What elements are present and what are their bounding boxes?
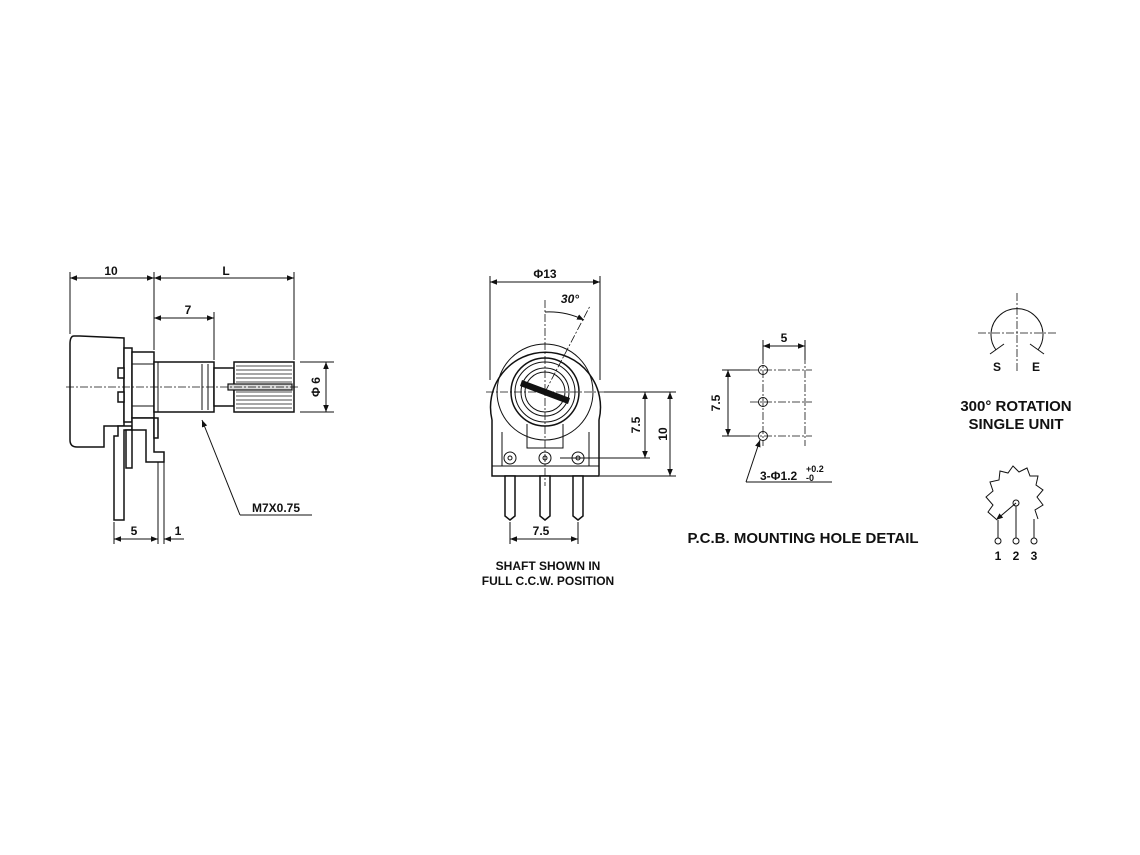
rotation-title-line1: 300° ROTATION <box>960 398 1071 415</box>
dim-top-length: L <box>222 264 229 278</box>
dim-bottom-pin: 5 <box>131 524 138 538</box>
pcb-detail-title: P.C.B. MOUNTING HOLE DETAIL <box>687 530 918 547</box>
dim-shaft-dia: Φ 6 <box>309 377 323 397</box>
potentiometer-schematic: 1 2 3 <box>985 465 1044 563</box>
front-caption-line2: FULL C.C.W. POSITION <box>482 574 614 588</box>
rotation-diagram: S E 300° ROTATION SINGLE UNIT <box>960 293 1072 433</box>
dim-pin-pitch: 7.5 <box>533 524 550 538</box>
dim-height-small: 7.5 <box>629 416 643 433</box>
dim-bushing: 7 <box>185 303 192 317</box>
schematic-pin-2: 2 <box>1013 549 1020 563</box>
tol-plus: +0.2 <box>806 464 824 474</box>
hole-label: 3-Φ1.2 <box>760 469 798 483</box>
rotation-title-line2: SINGLE UNIT <box>968 416 1063 433</box>
front-caption-line1: SHAFT SHOWN IN <box>496 559 601 573</box>
dim-spacing-y: 7.5 <box>709 394 723 411</box>
resistor-track <box>985 465 1044 520</box>
dim-angle: 30° <box>561 292 579 306</box>
dim-body-dia: Φ13 <box>533 267 557 281</box>
dim-spacing-x: 5 <box>781 331 788 345</box>
dim-bottom-thickness: 1 <box>175 524 182 538</box>
front-view: Φ13 30° 7.5 10 7.5 SHAFT SHOWN IN FULL C… <box>482 267 676 588</box>
rotation-end-label: E <box>1032 360 1040 374</box>
dim-top-left: 10 <box>104 264 118 278</box>
pcb-hole-detail: 5 7.5 3-Φ1.2 +0.2 -0 P.C.B. MOUNTING HOL… <box>687 331 918 547</box>
dim-height-total: 10 <box>656 427 670 441</box>
rotation-start-label: S <box>993 360 1001 374</box>
schematic-pin-1: 1 <box>995 549 1002 563</box>
side-view: 10 L 7 Φ 6 M7X0.75 5 1 <box>66 264 334 544</box>
schematic-pin-3: 3 <box>1031 549 1038 563</box>
thread-label: M7X0.75 <box>252 501 300 515</box>
tol-minus: -0 <box>806 473 814 483</box>
